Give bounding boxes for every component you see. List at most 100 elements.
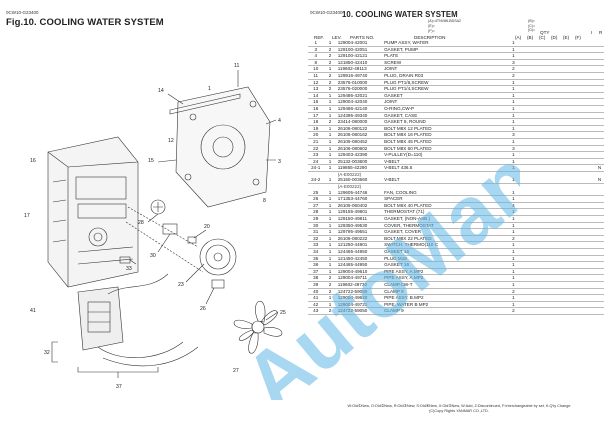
lev-cell: 1 (323, 248, 337, 256)
description-cell: JOINT (383, 65, 507, 73)
table-subrow: (A-E00222) (308, 171, 604, 177)
qty-a-cell: 2 (506, 307, 521, 315)
qty-f-cell (573, 189, 587, 197)
ref-cell: 43 (308, 307, 324, 315)
qty-d-cell (546, 202, 560, 210)
ref-cell: 1 (308, 40, 324, 47)
qty-d-cell (546, 301, 560, 309)
r-cell (595, 202, 604, 210)
i-cell (586, 228, 596, 236)
qty-d-cell (546, 118, 560, 126)
ref-cell: 14 (308, 92, 324, 100)
r-cell (595, 248, 604, 256)
qty-f-cell (573, 274, 587, 282)
qty-b-cell (520, 65, 534, 73)
qty-f-cell (573, 125, 587, 133)
ref-cell: 36 (308, 261, 324, 269)
part-number-cell: 119602-49113 (336, 65, 384, 73)
i-cell (586, 65, 596, 73)
ref-cell: 20 (308, 131, 324, 139)
qty-c-cell (533, 235, 547, 243)
qty-c-cell (533, 228, 547, 236)
ref-cell: 41 (308, 294, 324, 302)
part-number-cell: 124465-44950 (336, 261, 384, 269)
part-number-cell: 119865-42290 (336, 164, 384, 172)
qty-c-cell (533, 158, 547, 166)
qty-b-cell (520, 151, 534, 159)
callout-27: 27 (233, 368, 239, 374)
qty-c-cell (533, 202, 547, 210)
qty-c-cell (533, 307, 547, 315)
qty-b-cell (520, 105, 534, 113)
qty-d-cell (546, 235, 560, 243)
qty-e-cell (559, 189, 574, 197)
qty-f-cell (573, 40, 587, 47)
r-cell (595, 288, 604, 296)
qty-a-cell: 2 (506, 288, 521, 296)
i-cell (586, 158, 596, 166)
i-cell (586, 85, 596, 93)
ref-cell: 24-2 (308, 177, 324, 185)
qty-f-cell (573, 145, 587, 153)
description-cell: GASKET 16 (383, 261, 507, 269)
i-cell (586, 274, 596, 282)
ref-cell: 4 (308, 52, 324, 60)
qty-e-cell (559, 112, 574, 120)
qty-f-cell (573, 202, 587, 210)
qty-f-cell (573, 255, 587, 263)
qty-a-cell: 1 (506, 177, 521, 185)
lev-cell: 2 (323, 307, 337, 315)
r-cell (595, 215, 604, 223)
lev-cell: 1 (323, 241, 337, 249)
qty-a-cell: 1 (506, 189, 521, 197)
qty-b-cell (520, 307, 534, 315)
callout-25: 25 (280, 310, 286, 316)
qty-b-cell (520, 288, 534, 296)
qty-c-cell (533, 255, 547, 263)
legend-codes: W:Old①New, O:Old②New, R:Old③New, S:Old④N… (347, 404, 571, 408)
lev-cell: 1 (323, 92, 337, 100)
description-cell: BOLT M8X 60 PLATED (383, 145, 507, 153)
qty-e-cell (559, 151, 574, 159)
qty-f-cell (573, 222, 587, 230)
description-cell: SWITCH, THERMO(110 C (383, 241, 507, 249)
ref-cell: 10 (308, 65, 324, 73)
qty-c-cell (533, 79, 547, 87)
i-cell (586, 195, 596, 203)
qty-c-cell (533, 105, 547, 113)
r-cell (595, 222, 604, 230)
i-cell (586, 307, 596, 315)
i-cell (586, 281, 596, 289)
i-cell (586, 92, 596, 100)
qty-e-cell (559, 288, 574, 296)
qty-d-cell (546, 125, 560, 133)
r-cell: N (595, 164, 604, 172)
qty-a-cell: 2 (506, 235, 521, 243)
qty-e-cell (559, 105, 574, 113)
qty-b-cell (520, 202, 534, 210)
qty-e-cell (559, 138, 574, 146)
ref-cell: 34 (308, 248, 324, 256)
copyright: (C)Copy Rights YANMAR CO.,LTD. (429, 409, 489, 413)
qty-e-cell (559, 125, 574, 133)
r-cell (595, 151, 604, 159)
description-cell: V-PULLEY(D=110) (383, 151, 507, 159)
qty-c-cell (533, 118, 547, 126)
header-col-b: (B) (527, 35, 534, 40)
qty-b-cell (520, 177, 534, 185)
qty-c-cell (533, 222, 547, 230)
qty-f-cell (573, 151, 587, 159)
lev-cell: 1 (323, 294, 337, 302)
qty-d-cell (546, 145, 560, 153)
qty-c-cell (533, 151, 547, 159)
